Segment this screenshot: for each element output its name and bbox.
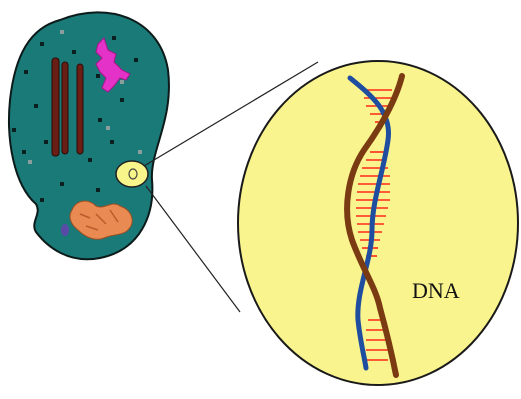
rod-organelles [52, 58, 83, 156]
rod-organelle [77, 64, 83, 154]
rod-organelle [62, 62, 68, 154]
cell-illustration [9, 12, 169, 259]
rod-organelle [52, 58, 59, 156]
magnified-nucleus-circle [238, 61, 518, 385]
zoom-line-bottom [146, 186, 240, 312]
dna-label: DNA [412, 278, 460, 303]
vesicle [61, 224, 69, 236]
nucleus-circle [116, 161, 148, 187]
magnified-view: DNA [238, 61, 518, 385]
